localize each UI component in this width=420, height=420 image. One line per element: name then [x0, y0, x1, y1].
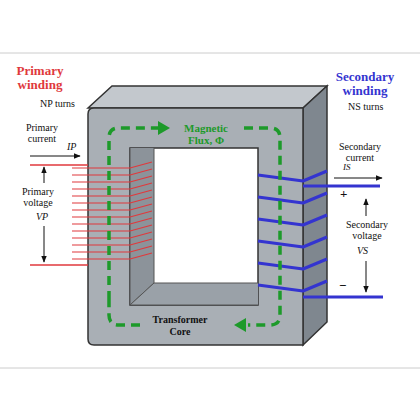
core-label: Transformer Core — [144, 314, 216, 337]
turns-label: NP turns — [40, 98, 100, 109]
voltage-arrow — [366, 199, 367, 216]
core-window — [130, 148, 258, 305]
current-arrow — [30, 156, 80, 157]
signal-name: VP — [36, 211, 56, 222]
core-front-face — [88, 108, 303, 345]
voltage-label: Secondary voltage — [337, 219, 397, 241]
core-label-box: Transformer Core — [141, 313, 219, 338]
voltage-arrow — [44, 226, 45, 262]
signal-name: IP — [67, 141, 87, 152]
signal-name: IS — [343, 163, 363, 173]
current-label: Primary current — [16, 122, 68, 144]
voltage-arrow — [366, 261, 367, 292]
signal-name: VS — [357, 245, 377, 256]
flux-arrow — [234, 318, 246, 332]
flux-arrow — [158, 121, 170, 135]
polarity-mark: + — [340, 187, 354, 201]
frame-line — [0, 53, 420, 54]
voltage-label: Primary voltage — [10, 186, 66, 208]
winding-title: Secondary winding — [316, 70, 414, 99]
flux-path — [109, 128, 280, 325]
core-top-face — [88, 86, 327, 108]
current-label: Secondary current — [330, 141, 390, 163]
voltage-arrow — [44, 167, 45, 183]
winding-title: Primary winding — [4, 64, 76, 93]
flux-label: Magnetic Flux, Φ — [172, 122, 240, 146]
current-arrow — [334, 178, 382, 179]
turns-label: NS turns — [348, 101, 408, 112]
primary-winding — [30, 162, 152, 265]
frame-line — [0, 368, 420, 369]
polarity-mark: − — [339, 279, 353, 293]
